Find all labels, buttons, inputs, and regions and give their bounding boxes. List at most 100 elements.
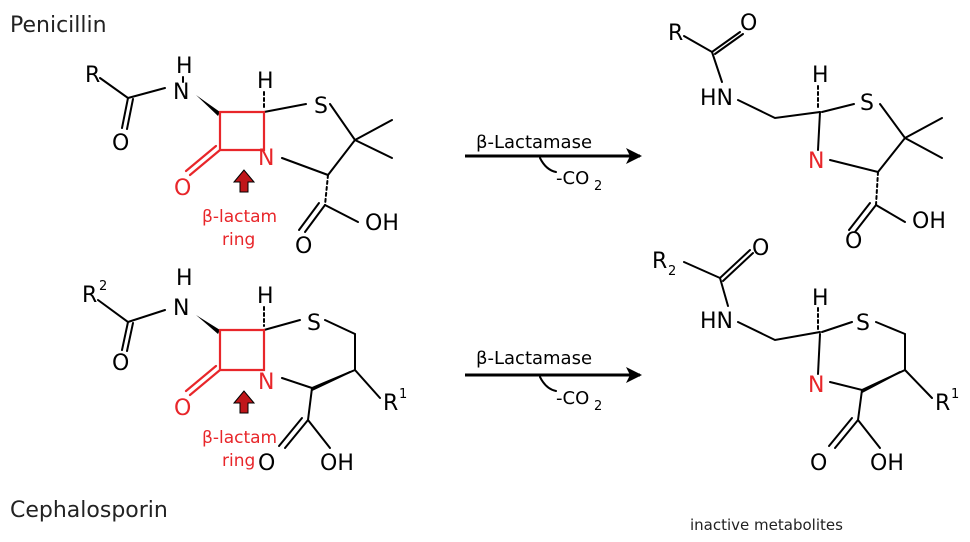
metabolite2-sulfur: S bbox=[856, 311, 870, 336]
metabolite1-sulfur: S bbox=[860, 91, 874, 116]
cephalosporin-lactam-carbonyl bbox=[184, 364, 222, 397]
cephalosporin-r-chain bbox=[97, 299, 166, 324]
cephalosporin-metabolite: R 2 O HN H S N R 1 O OH bbox=[652, 236, 959, 476]
metabolite2-r1-bond bbox=[904, 369, 933, 399]
metabolite2-acid-o: O bbox=[810, 451, 827, 476]
penicillin-stereo-h: H bbox=[257, 69, 274, 94]
penicillin-thiazolidine bbox=[263, 103, 357, 177]
metabolite1-acyl bbox=[683, 31, 744, 55]
cephalosporin-acid-oh: OH bbox=[320, 451, 354, 476]
reaction-arrow-bottom: β-Lactamase -CO 2 bbox=[465, 348, 642, 414]
cephalosporin-ring-n: N bbox=[258, 370, 274, 395]
penicillin-metabolite: R O HN H S N O OH bbox=[668, 11, 946, 254]
penicillin-amide-h: H bbox=[176, 54, 193, 79]
penicillin-amide-o: O bbox=[112, 131, 129, 156]
cephalosporin-beta-lactam-ring bbox=[218, 328, 266, 372]
penicillin-r-group: R bbox=[85, 63, 100, 88]
metabolite2-acid-oh: OH bbox=[870, 451, 904, 476]
cephalosporin-ring-note-2: ring bbox=[222, 451, 255, 471]
arrow-head-top bbox=[626, 148, 642, 164]
penicillin-structure: R H N O H S N O O OH β-lactam ring bbox=[85, 54, 399, 259]
cephalosporin-ring-arrow-icon bbox=[232, 390, 256, 414]
penicillin-lactam-o: O bbox=[174, 176, 191, 201]
metabolite2-carbonyl-o: O bbox=[752, 236, 769, 261]
metabolite2-acyl bbox=[683, 249, 754, 282]
metabolite1-h: H bbox=[812, 63, 829, 88]
metabolite2-r-sub: 2 bbox=[668, 264, 676, 279]
metabolite1-acid-o: O bbox=[845, 229, 862, 254]
penicillin-sulfur: S bbox=[314, 94, 328, 119]
cephalosporin-ring-note-1: β-lactam bbox=[202, 428, 277, 448]
arrow-head-bottom bbox=[626, 367, 642, 383]
cephalosporin-amide-h: H bbox=[176, 266, 193, 291]
cephalosporin-stereo-h: H bbox=[257, 284, 274, 309]
penicillin-lactam-carbonyl bbox=[184, 144, 222, 177]
cephalosporin-structure: R 2 H N O H S N O R 1 O OH β-lactam ring bbox=[82, 266, 407, 476]
co2-loss-curve-bottom bbox=[539, 376, 557, 392]
cephalosporin-title: Cephalosporin bbox=[10, 498, 168, 523]
metabolite2-hn: HN bbox=[700, 309, 733, 334]
penicillin-r-chain bbox=[99, 77, 166, 100]
cephalosporin-r-group: R bbox=[82, 283, 97, 308]
metabolite1-ring bbox=[821, 103, 907, 174]
penicillin-carbonyl bbox=[121, 97, 134, 130]
penicillin-title: Penicillin bbox=[10, 13, 107, 38]
metabolite1-dimethyl bbox=[904, 117, 943, 159]
metabolite2-carboxyl bbox=[828, 389, 881, 449]
penicillin-carboxyl bbox=[298, 202, 359, 233]
metabolite1-hash-cooh bbox=[875, 171, 879, 206]
cephalosporin-acid-o: O bbox=[258, 451, 275, 476]
metabolite1-carboxyl bbox=[848, 202, 906, 233]
reaction-arrow-top: β-Lactamase -CO 2 bbox=[465, 132, 642, 194]
co2-label-top: -CO bbox=[556, 168, 589, 189]
metabolite2-r1-sup: 1 bbox=[951, 387, 959, 402]
penicillin-hash-cooh bbox=[324, 174, 329, 206]
cephalosporin-lactam-o: O bbox=[174, 396, 191, 421]
enzyme-label-bottom: β-Lactamase bbox=[476, 348, 592, 369]
penicillin-acid-oh: OH bbox=[365, 211, 399, 236]
cephalosporin-r1-bond bbox=[354, 369, 381, 399]
penicillin-amide-n: N bbox=[173, 80, 189, 105]
metabolite1-ring-n: N bbox=[808, 149, 824, 174]
penicillin-dimethyl bbox=[354, 119, 393, 159]
metabolite1-acid-oh: OH bbox=[912, 209, 946, 234]
penicillin-ring-note-2: ring bbox=[222, 230, 255, 250]
co2-sub-top: 2 bbox=[594, 179, 602, 194]
metabolite2-r1: R bbox=[935, 391, 950, 416]
metabolite1-r-group: R bbox=[668, 21, 683, 46]
metabolite1-carbonyl-o: O bbox=[740, 11, 757, 36]
penicillin-ring-note-1: β-lactam bbox=[202, 207, 277, 227]
co2-loss-curve-top bbox=[539, 157, 557, 173]
cephalosporin-double-bond bbox=[311, 371, 351, 391]
cephalosporin-carbonyl bbox=[121, 321, 134, 352]
metabolite2-double-bond bbox=[861, 371, 901, 393]
cephalosporin-wedge bbox=[196, 315, 220, 334]
enzyme-label-top: β-Lactamase bbox=[476, 132, 592, 153]
cephalosporin-amide-n: N bbox=[173, 296, 189, 321]
metabolite1-hn: HN bbox=[700, 86, 733, 111]
metabolite2-ring-n: N bbox=[808, 373, 824, 398]
metabolite1-methylene bbox=[737, 99, 821, 120]
cephalosporin-r1: R bbox=[383, 391, 398, 416]
penicillin-ring-n: N bbox=[258, 146, 274, 171]
co2-sub-bottom: 2 bbox=[594, 399, 602, 414]
co2-label-bottom: -CO bbox=[556, 388, 589, 409]
metabolite1-c-n bbox=[817, 111, 821, 151]
penicillin-beta-lactam-ring bbox=[218, 110, 266, 152]
metabolite2-c-n bbox=[817, 333, 821, 375]
cephalosporin-amide-o: O bbox=[112, 351, 129, 376]
inactive-metabolites-label: inactive metabolites bbox=[690, 516, 843, 534]
metabolite2-methylene bbox=[737, 321, 821, 342]
penicillin-acid-o: O bbox=[295, 234, 312, 259]
metabolite2-acyl-n bbox=[719, 277, 729, 307]
cephalosporin-carboxyl bbox=[278, 387, 331, 449]
metabolite2-h: H bbox=[812, 286, 829, 311]
penicillin-wedge bbox=[196, 95, 220, 116]
cephalosporin-r-sup: 2 bbox=[99, 279, 107, 294]
cephalosporin-r1-sup: 1 bbox=[399, 387, 407, 402]
metabolite2-r-group: R bbox=[652, 249, 667, 274]
metabolite1-acyl-n bbox=[711, 51, 723, 83]
cephalosporin-sulfur: S bbox=[307, 311, 321, 336]
penicillin-ring-arrow-icon bbox=[232, 169, 256, 193]
